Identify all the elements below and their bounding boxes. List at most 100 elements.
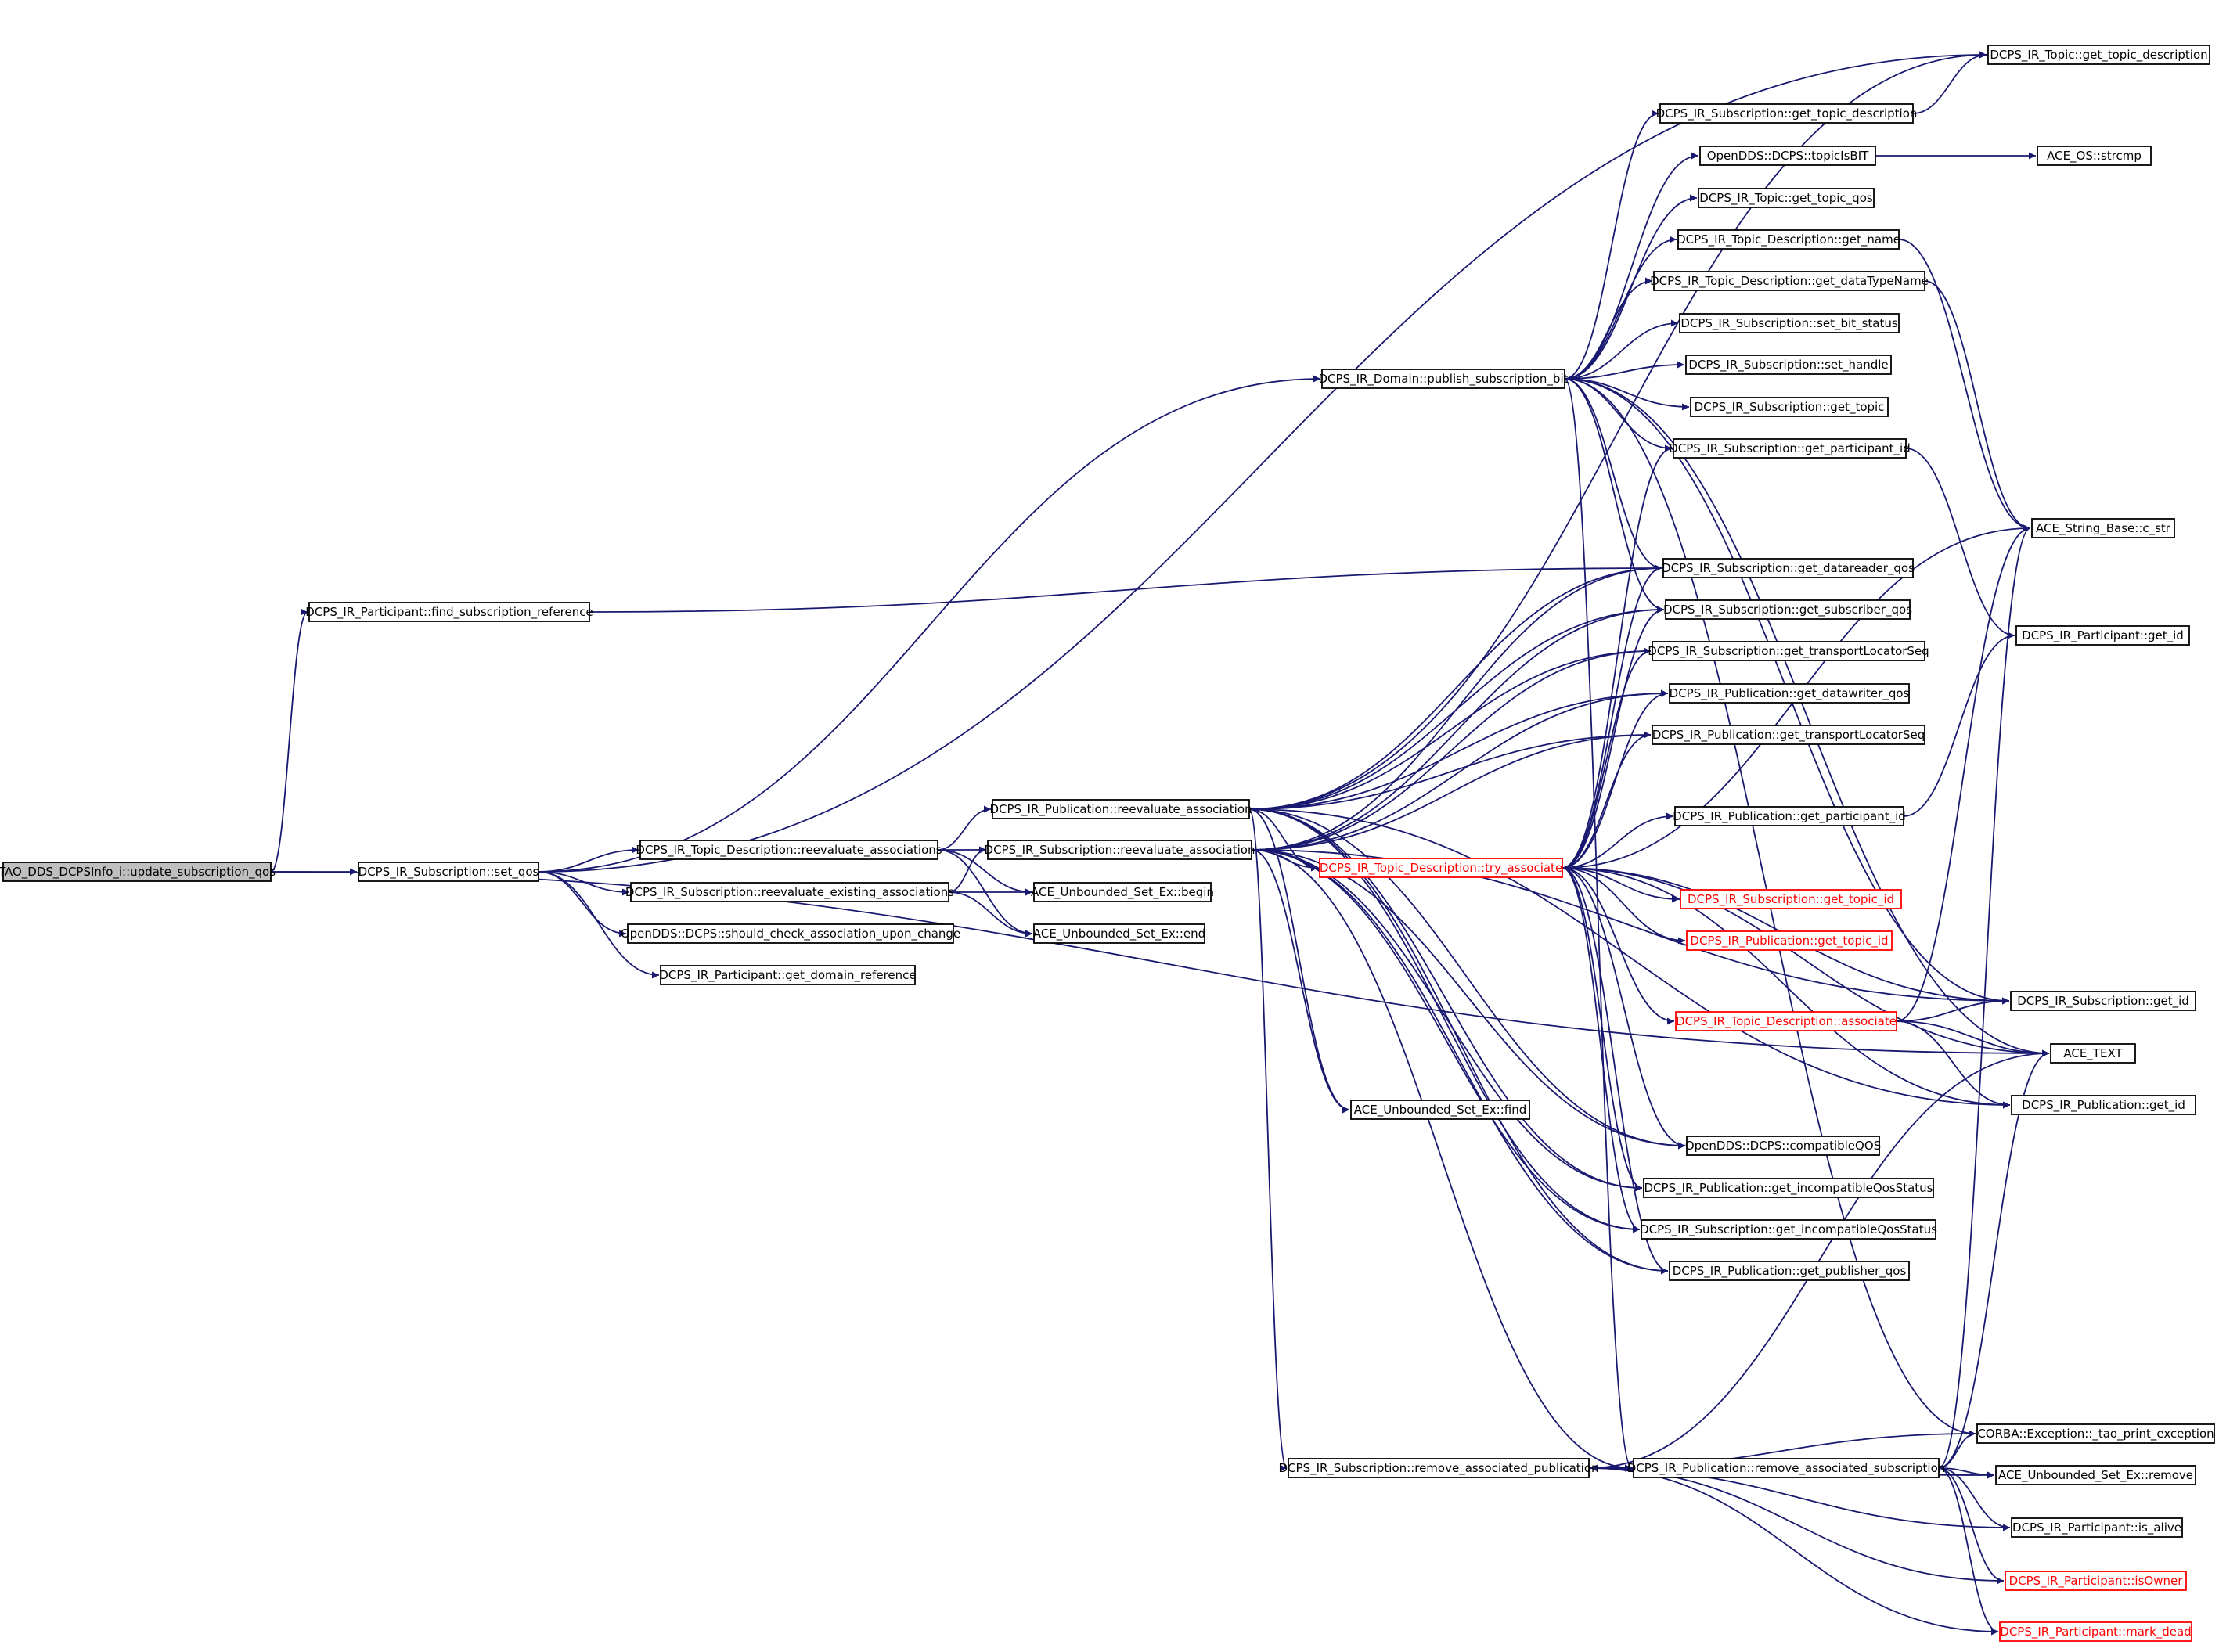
node-box bbox=[1677, 229, 1900, 250]
node-box bbox=[1679, 313, 1900, 333]
node-box bbox=[2031, 518, 2175, 538]
node-compatible-qos[interactable]: OpenDDS::DCPS::compatibleQOS bbox=[1685, 1136, 1881, 1156]
node-part-is-owner[interactable]: DCPS_IR_Participant::isOwner bbox=[2005, 1571, 2187, 1591]
node-sub-get-dr-qos[interactable]: DCPS_IR_Subscription::get_datareader_qos bbox=[1662, 558, 1915, 578]
node-box bbox=[1976, 1423, 2215, 1444]
node-part-is-alive[interactable]: DCPS_IR_Participant::is_alive bbox=[2011, 1517, 2183, 1538]
edge-td_try_assoc-to-pub_get_incompat bbox=[1562, 867, 1643, 1192]
node-label: ACE_Unbounded_Set_Ex::begin bbox=[1031, 885, 1214, 900]
edge-td_try_assoc-to-pub_get_part_id bbox=[1562, 812, 1674, 869]
edge-td_try_assoc-to-sub_get_sub_qos bbox=[1562, 606, 1665, 869]
node-sub-reeval[interactable]: DCPS_IR_Subscription::reevaluate_associa… bbox=[985, 840, 1255, 860]
edge-pub_reeval-to-pub_get_dw_qos bbox=[1248, 689, 1669, 810]
node-part-get-id[interactable]: DCPS_IR_Participant::get_id bbox=[2015, 625, 2190, 646]
node-td-reeval-assocs[interactable]: DCPS_IR_Topic_Description::reevaluate_as… bbox=[636, 840, 942, 860]
node-pub-get-id[interactable]: DCPS_IR_Publication::get_id bbox=[2011, 1095, 2196, 1115]
node-td-get-name[interactable]: DCPS_IR_Topic_Description::get_name bbox=[1677, 229, 1900, 250]
node-label: ACE_Unbounded_Set_Ex::find bbox=[1354, 1103, 1527, 1118]
node-box bbox=[1669, 1261, 1910, 1281]
edge-sub_remove_pub-to-ace_text bbox=[1588, 1049, 2050, 1469]
edge-td_try_assoc-to-sub_get_dr_qos bbox=[1562, 564, 1662, 869]
node-label: ACE_OS::strcmp bbox=[2047, 149, 2142, 164]
node-box bbox=[1033, 923, 1205, 944]
edge-domain_publish-to-sub_get_topic_desc bbox=[1564, 110, 1659, 380]
node-sub-get-sub-qos[interactable]: DCPS_IR_Subscription::get_subscriber_qos bbox=[1663, 599, 1912, 620]
node-sub-reeval-existing[interactable]: DCPS_IR_Subscription::reevaluate_existin… bbox=[625, 882, 954, 902]
node-sub-set-bit[interactable]: DCPS_IR_Subscription::set_bit_status bbox=[1679, 313, 1900, 333]
node-root[interactable]: TAO_DDS_DCPSInfo_i::update_subscription_… bbox=[0, 862, 276, 882]
node-td-associate[interactable]: DCPS_IR_Topic_Description::associate bbox=[1675, 1011, 1897, 1031]
node-label: DCPS_IR_Topic::get_topic_description bbox=[1990, 48, 2207, 63]
node-topic-get-qos[interactable]: DCPS_IR_Topic::get_topic_qos bbox=[1698, 188, 1875, 208]
edge-sub_reeval-to-sub_get_tls bbox=[1251, 647, 1652, 851]
edge-td_try_assoc-to-sub_get_tls bbox=[1562, 647, 1652, 869]
edge-sub_reeval-to-sub_get_sub_qos bbox=[1251, 606, 1665, 851]
node-box bbox=[1643, 1178, 1934, 1198]
node-label: DCPS_IR_Publication::get_publisher_qos bbox=[1673, 1264, 1907, 1279]
node-sub-get-topic-desc[interactable]: DCPS_IR_Subscription::get_topic_descript… bbox=[1656, 103, 1918, 124]
node-pub-get-part-id[interactable]: DCPS_IR_Publication::get_participant_id bbox=[1673, 806, 1906, 826]
node-sub-get-topic[interactable]: DCPS_IR_Subscription::get_topic bbox=[1690, 397, 1889, 417]
node-box bbox=[308, 602, 590, 622]
node-label: DCPS_IR_Subscription::reevaluate_associa… bbox=[985, 843, 1255, 858]
node-strcmp[interactable]: ACE_OS::strcmp bbox=[2037, 146, 2152, 166]
node-set-find[interactable]: ACE_Unbounded_Set_Ex::find bbox=[1350, 1100, 1530, 1120]
node-pub-get-incompat[interactable]: DCPS_IR_Publication::get_incompatibleQos… bbox=[1643, 1178, 1934, 1198]
edge-td_try_assoc-to-pub_get_tls bbox=[1562, 731, 1652, 869]
node-sub-get-incompat[interactable]: DCPS_IR_Subscription::get_incompatibleQo… bbox=[1640, 1219, 1937, 1240]
node-label: DCPS_IR_Participant::get_domain_referenc… bbox=[659, 968, 916, 983]
node-label: DCPS_IR_Subscription::get_topic bbox=[1695, 400, 1885, 415]
node-set-end[interactable]: ACE_Unbounded_Set_Ex::end bbox=[1033, 923, 1205, 944]
node-sub-set-handle[interactable]: DCPS_IR_Subscription::set_handle bbox=[1685, 355, 1892, 375]
node-pub-get-dw-qos[interactable]: DCPS_IR_Publication::get_datawriter_qos bbox=[1669, 683, 1910, 704]
node-corba-exc[interactable]: CORBA::Exception::_tao_print_exception bbox=[1976, 1423, 2215, 1444]
node-topic-get-desc[interactable]: DCPS_IR_Topic::get_topic_description bbox=[1987, 45, 2210, 65]
node-td-try-assoc[interactable]: DCPS_IR_Topic_Description::try_associate bbox=[1319, 858, 1563, 878]
node-box bbox=[1995, 1465, 2196, 1485]
node-pub-get-pub-qos[interactable]: DCPS_IR_Publication::get_publisher_qos bbox=[1669, 1261, 1910, 1281]
node-label: DCPS_IR_Subscription::set_qos bbox=[358, 865, 539, 880]
node-label: DCPS_IR_Subscription::get_datareader_qos bbox=[1662, 561, 1915, 576]
node-ace-text[interactable]: ACE_TEXT bbox=[2050, 1043, 2136, 1064]
edge-pub_reeval-to-set_find bbox=[1248, 808, 1350, 1114]
node-domain-publish[interactable]: DCPS_IR_Domain::publish_subscription_bit bbox=[1318, 369, 1569, 389]
edge-td_try_assoc-to-ace_text bbox=[1562, 867, 2050, 1057]
node-set-qos[interactable]: DCPS_IR_Subscription::set_qos bbox=[358, 862, 539, 882]
node-sub-get-topic-id[interactable]: DCPS_IR_Subscription::get_topic_id bbox=[1680, 889, 1902, 909]
node-box bbox=[1685, 355, 1892, 375]
node-pub-get-topic-id[interactable]: DCPS_IR_Publication::get_topic_id bbox=[1686, 930, 1893, 951]
node-sub-get-tls[interactable]: DCPS_IR_Subscription::get_transportLocat… bbox=[1648, 641, 1929, 661]
node-label: DCPS_IR_Topic::get_topic_qos bbox=[1699, 191, 1873, 206]
node-box bbox=[2050, 1043, 2136, 1064]
edge-td_try_assoc-to-pub_get_topic_id bbox=[1562, 867, 1686, 945]
node-label: OpenDDS::DCPS::topicIsBIT bbox=[1707, 149, 1869, 163]
node-sub-get-id[interactable]: DCPS_IR_Subscription::get_id bbox=[2010, 991, 2196, 1011]
node-td-get-dtn[interactable]: DCPS_IR_Topic_Description::get_dataTypeN… bbox=[1650, 271, 1929, 291]
edge-pub_remove_sub-to-string_c_str bbox=[1938, 524, 2031, 1469]
node-label: DCPS_IR_Topic_Description::try_associate bbox=[1320, 861, 1562, 876]
node-pub-remove-sub[interactable]: DCPS_IR_Publication::remove_associated_s… bbox=[1627, 1458, 1946, 1478]
node-set-remove[interactable]: ACE_Unbounded_Set_Ex::remove bbox=[1995, 1465, 2196, 1485]
node-box bbox=[1690, 397, 1889, 417]
node-find-sub-ref[interactable]: DCPS_IR_Participant::find_subscription_r… bbox=[305, 602, 593, 622]
node-set-begin[interactable]: ACE_Unbounded_Set_Ex::begin bbox=[1031, 882, 1214, 902]
node-label: DCPS_IR_Subscription::get_id bbox=[2017, 994, 2189, 1009]
node-pub-get-tls[interactable]: DCPS_IR_Publication::get_transportLocato… bbox=[1652, 725, 1925, 745]
node-string-c-str[interactable]: ACE_String_Base::c_str bbox=[2031, 518, 2175, 538]
node-should-check[interactable]: OpenDDS::DCPS::should_check_association_… bbox=[621, 923, 960, 944]
edge-td_try_assoc-to-pub_get_id bbox=[1562, 867, 2011, 1109]
node-label: DCPS_IR_Publication::get_datawriter_qos bbox=[1670, 686, 1910, 701]
node-sub-get-part-id[interactable]: DCPS_IR_Subscription::get_participant_id bbox=[1669, 438, 1911, 459]
node-pub-reeval[interactable]: DCPS_IR_Publication::reevaluate_associat… bbox=[989, 799, 1252, 819]
node-part-get-domain[interactable]: DCPS_IR_Participant::get_domain_referenc… bbox=[659, 965, 917, 985]
node-part-mark-dead[interactable]: DCPS_IR_Participant::mark_dead bbox=[1999, 1621, 2192, 1642]
node-box bbox=[1686, 1136, 1880, 1156]
edge-set_qos-to-topic_get_desc bbox=[538, 51, 1987, 873]
node-layer: TAO_DDS_DCPSInfo_i::update_subscription_… bbox=[0, 45, 2215, 1642]
node-sub-remove-pub[interactable]: DCPS_IR_Subscription::remove_associated_… bbox=[1279, 1458, 1599, 1478]
node-topic-is-bit[interactable]: OpenDDS::DCPS::topicIsBIT bbox=[1699, 146, 1876, 166]
node-label: DCPS_IR_Subscription::get_topic_descript… bbox=[1656, 106, 1918, 121]
edge-pub_reeval-to-compatible_qos bbox=[1248, 808, 1686, 1150]
edge-set_qos-to-sub_reeval_existing bbox=[538, 871, 630, 896]
